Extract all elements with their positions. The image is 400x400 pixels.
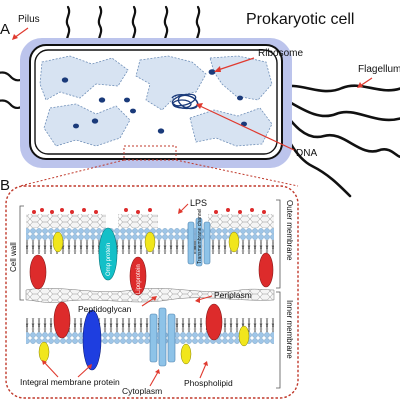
- red-protein-inner-left: [53, 301, 71, 339]
- yellow-protein-3: [228, 231, 240, 253]
- right-flagella: [276, 84, 400, 198]
- peptidoglycan-label: Peptidoglycan: [78, 304, 132, 314]
- zoom-connector-left: [19, 159, 125, 187]
- dna-callout: DNA: [196, 103, 317, 159]
- outer-membrane-label: Outer membrane: [285, 200, 294, 261]
- yellow-protein-inner-2: [180, 343, 192, 365]
- transmembrane-channel: [187, 217, 211, 267]
- yellow-protein-inner-3: [238, 325, 250, 347]
- inner-membrane-label: Inner membrane: [285, 300, 294, 359]
- lipoprotein: [129, 256, 147, 296]
- outer-membrane-proteins: [29, 217, 274, 296]
- yellow-protein-2: [144, 231, 156, 253]
- phospholipid-label: Phospholipid: [184, 378, 233, 388]
- flagellum-callout: Flagellum: [357, 64, 400, 88]
- cytoplasm-callout: Cytoplasm: [122, 369, 162, 396]
- periplasm-label: Periplasm: [214, 290, 252, 300]
- cytoplasm-regions: [39, 55, 273, 147]
- red-protein-inner-right: [205, 303, 223, 341]
- red-porin-left: [29, 254, 47, 290]
- side-brackets: [19, 199, 281, 389]
- zoom-region-box: [123, 145, 177, 161]
- peptidoglycan-callout: Peptidoglycan: [78, 296, 157, 314]
- integral-blue-protein: [82, 309, 102, 371]
- phospholipid-callout: Phospholipid: [184, 361, 233, 388]
- periplasm-callout: Periplasm: [195, 290, 252, 303]
- integral-membrane-protein-callout: Integral membrane protein: [20, 360, 120, 387]
- lps-layer: [26, 208, 274, 228]
- dna-label: DNA: [296, 148, 317, 159]
- cell-wall-label: Cell wall: [9, 242, 18, 272]
- lps-label: LPS: [190, 198, 207, 208]
- peptidoglycan-layer: [25, 288, 275, 303]
- omp-protein: [98, 227, 118, 281]
- ribosome-label: Ribosome: [258, 48, 303, 59]
- pilus-callout: Pilus: [12, 14, 40, 40]
- inner-membrane-proteins: [38, 301, 250, 371]
- flagellum-label: Flagellum: [358, 64, 400, 75]
- red-porin-right: [258, 252, 274, 288]
- panel-a-letter: A: [0, 21, 10, 38]
- transmembrane-channel-label: Transmembrane channel: [197, 209, 203, 264]
- yellow-protein-1: [52, 231, 64, 253]
- panel-b-letter: B: [0, 177, 10, 194]
- lipoprotein-label: Lipoprotein: [136, 264, 142, 294]
- inner-channel: [149, 307, 176, 367]
- pilus-label: Pilus: [18, 14, 40, 25]
- cytoplasm-label: Cytoplasm: [122, 386, 162, 396]
- panel-a: A Prokaryotic cell: [0, 5, 400, 198]
- integral-membrane-protein-label: Integral membrane protein: [20, 377, 120, 387]
- zoom-connector-right: [175, 159, 299, 187]
- omp-protein-label: Omp protein: [106, 243, 112, 276]
- ribosomes: [61, 69, 247, 134]
- panel-b: B: [0, 177, 299, 399]
- panel-a-title: Prokaryotic cell: [246, 11, 354, 28]
- lps-callout: LPS: [178, 198, 207, 214]
- yellow-protein-inner-1: [38, 341, 50, 363]
- ribosome-callout: Ribosome: [214, 48, 303, 72]
